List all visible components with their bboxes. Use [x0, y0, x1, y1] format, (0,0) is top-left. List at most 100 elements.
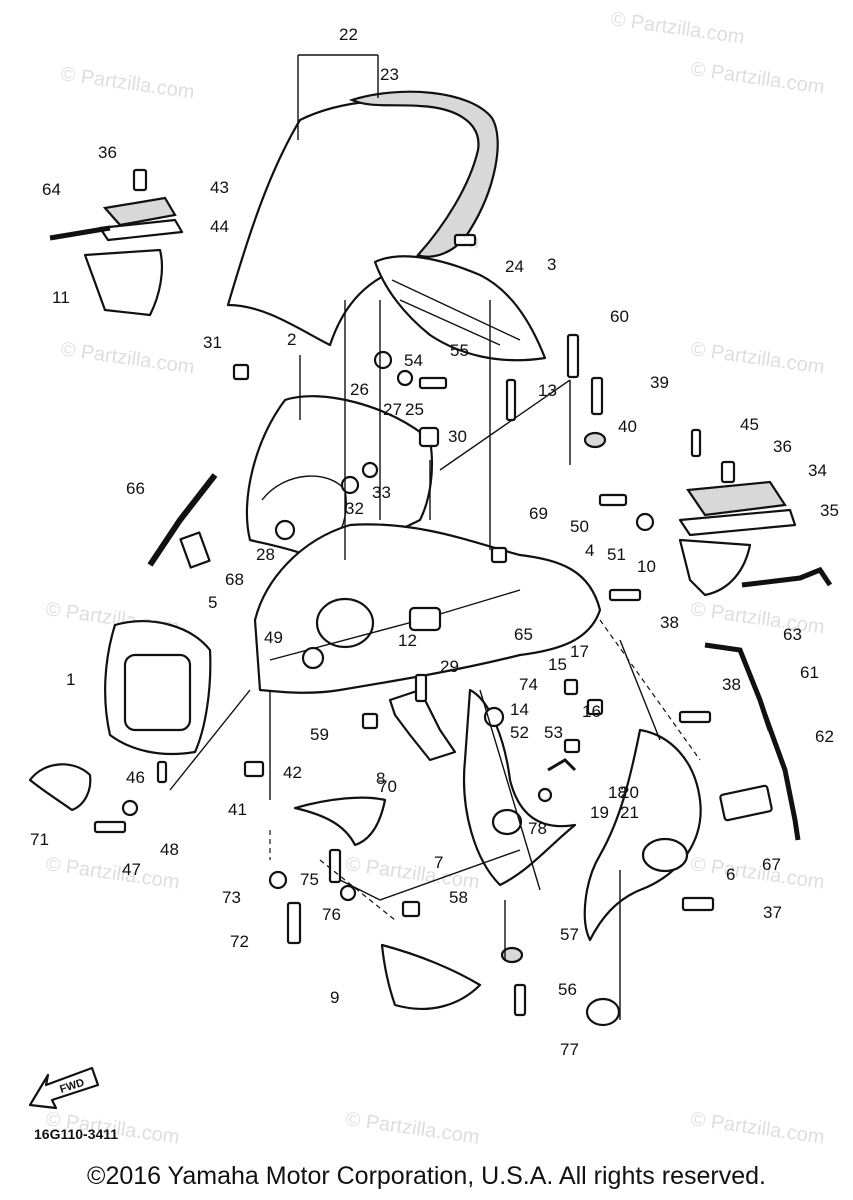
part-label-62: 62	[815, 727, 834, 746]
part-label-7: 7	[434, 853, 443, 872]
watermark-text: © Partzilla.com	[59, 63, 196, 104]
watermark-text: © Partzilla.com	[689, 58, 826, 99]
plate-44	[98, 218, 184, 242]
part-label-58: 58	[449, 888, 468, 907]
part-label-21: 21	[620, 803, 639, 822]
part-label-10: 10	[637, 557, 656, 576]
part-label-15: 15	[548, 655, 567, 674]
part-label-31: 31	[203, 333, 222, 352]
inner-bracket	[373, 255, 547, 362]
part-label-55: 55	[450, 341, 469, 360]
watermark-text: © Partzilla.com	[609, 8, 746, 49]
part-label-43: 43	[210, 178, 229, 197]
part-label-33: 33	[372, 483, 391, 502]
part-label-25: 25	[405, 400, 424, 419]
plate-43	[102, 196, 177, 227]
watermark-text: © Partzilla.com	[689, 853, 826, 894]
part-label-23: 23	[380, 65, 399, 84]
watermark-text: © Partzilla.com	[59, 338, 196, 379]
fwd-arrow-icon: FWD	[28, 1066, 100, 1110]
trim-64	[49, 225, 111, 241]
copyright-notice: ©2016 Yamaha Motor Corporation, U.S.A. A…	[87, 1162, 766, 1190]
part-label-24: 24	[505, 257, 524, 276]
part-label-4: 4	[585, 541, 594, 560]
part-label-68: 68	[225, 570, 244, 589]
part-label-34: 34	[808, 461, 827, 480]
grommet-77	[585, 997, 621, 1027]
main-fairing	[253, 523, 602, 694]
part-label-30: 30	[448, 427, 467, 446]
watermark-text: © Partzilla.com	[44, 853, 181, 894]
part-label-9: 9	[330, 988, 339, 1007]
part-label-38: 38	[722, 675, 741, 694]
part-label-70: 70	[378, 777, 397, 796]
cover-71	[28, 763, 92, 812]
part-label-75: 75	[300, 870, 319, 889]
fasteners	[93, 168, 736, 1017]
part-label-16: 16	[582, 702, 601, 721]
part-label-29: 29	[440, 657, 459, 676]
part-label-19: 19	[590, 803, 609, 822]
part-label-78: 78	[528, 819, 547, 838]
part-label-35: 35	[820, 501, 839, 520]
under-cowl	[380, 943, 482, 1010]
watermark-text: © Partzilla.com	[344, 1108, 481, 1149]
emblem-67	[719, 784, 773, 822]
part-label-3: 3	[547, 255, 556, 274]
part-label-6: 6	[726, 865, 735, 884]
part-label-71: 71	[30, 830, 49, 849]
part-label-57: 57	[560, 925, 579, 944]
side-cowl	[583, 728, 702, 942]
part-label-20: 20	[620, 783, 639, 802]
part-label-56: 56	[558, 980, 577, 999]
plate-34	[686, 480, 787, 517]
trim-63	[741, 566, 833, 588]
meter-panel	[104, 620, 212, 756]
watermark-text: © Partzilla.com	[689, 1108, 826, 1149]
part-label-63: 63	[783, 625, 802, 644]
part-label-26: 26	[350, 380, 369, 399]
part-label-44: 44	[210, 217, 229, 236]
plate-35	[678, 508, 797, 537]
watermark-text: © Partzilla.com	[689, 598, 826, 639]
part-label-65: 65	[514, 625, 533, 644]
part-label-41: 41	[228, 800, 247, 819]
part-label-22: 22	[339, 25, 358, 44]
part-label-72: 72	[230, 932, 249, 951]
part-label-14: 14	[510, 700, 529, 719]
part-label-69: 69	[529, 504, 548, 523]
part-label-1: 1	[66, 670, 75, 689]
part-label-42: 42	[283, 763, 302, 782]
cover-70	[293, 796, 387, 847]
part-label-28: 28	[256, 545, 275, 564]
trim-62	[762, 714, 801, 841]
part-label-77: 77	[560, 1040, 579, 1059]
part-label-17: 17	[570, 642, 589, 661]
part-label-5: 5	[208, 593, 217, 612]
part-label-46: 46	[126, 768, 145, 787]
part-label-51: 51	[607, 545, 626, 564]
air-duct-left	[83, 248, 164, 317]
lower-panel	[463, 688, 577, 887]
part-label-2: 2	[287, 330, 296, 349]
part-label-45: 45	[740, 415, 759, 434]
windscreen	[226, 54, 499, 347]
part-label-13: 13	[538, 381, 557, 400]
part-label-18: 18	[608, 783, 627, 802]
part-label-52: 52	[510, 723, 529, 742]
part-label-36: 36	[98, 143, 117, 162]
part-label-37: 37	[763, 903, 782, 922]
part-label-61: 61	[800, 663, 819, 682]
part-label-32: 32	[345, 499, 364, 518]
watermark-text: © Partzilla.com	[689, 338, 826, 379]
part-label-59: 59	[310, 725, 329, 744]
part-label-39: 39	[650, 373, 669, 392]
part-label-36: 36	[773, 437, 792, 456]
trim-66	[147, 473, 218, 567]
part-label-73: 73	[222, 888, 241, 907]
part-label-27: 27	[383, 400, 402, 419]
part-label-12: 12	[398, 631, 417, 650]
drawing-code: 16G110-3411	[34, 1126, 119, 1142]
part-label-40: 40	[618, 417, 637, 436]
part-label-50: 50	[570, 517, 589, 536]
